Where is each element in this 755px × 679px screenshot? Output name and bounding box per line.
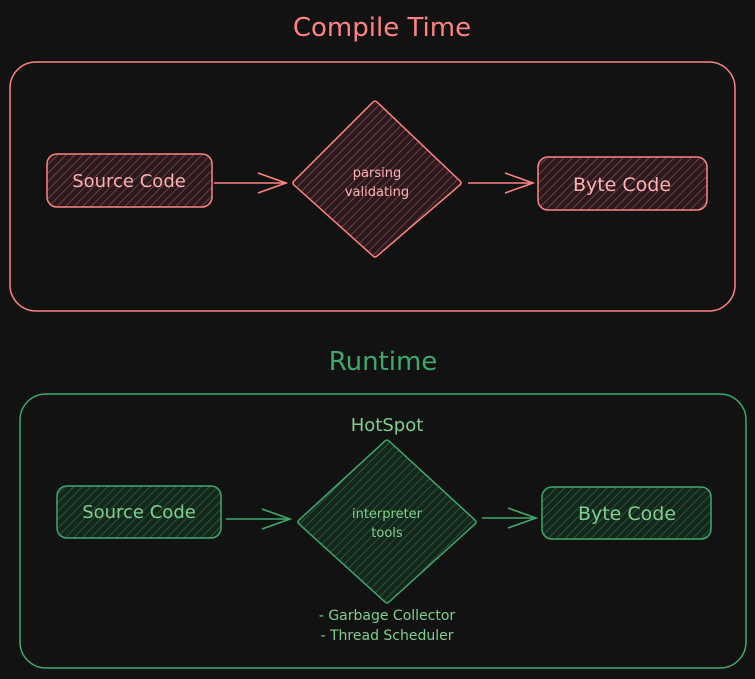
- runtime-process-line-1: interpreter: [352, 507, 423, 522]
- compile-process-line-2: validating: [345, 185, 409, 200]
- runtime-source-label: Source Code: [82, 502, 196, 523]
- compile-process-line-1: parsing: [353, 166, 401, 181]
- compile-time-section: Compile Time Source Code parsing validat…: [9, 13, 736, 312]
- compile-source-label: Source Code: [72, 171, 186, 192]
- tool-thread-scheduler: - Thread Scheduler: [321, 628, 454, 644]
- runtime-title: Runtime: [329, 347, 438, 377]
- runtime-output-node[interactable]: Byte Code: [541, 486, 712, 540]
- compile-output-node[interactable]: Byte Code: [537, 156, 708, 211]
- runtime-section: Runtime HotSpot Source Code interpreter …: [19, 347, 747, 669]
- runtime-process-node[interactable]: interpreter tools: [297, 439, 477, 604]
- runtime-output-label: Byte Code: [578, 503, 676, 525]
- compile-time-frame: [9, 61, 736, 312]
- compile-arrow-2: [468, 172, 536, 194]
- compile-output-label: Byte Code: [573, 174, 671, 196]
- runtime-source-node[interactable]: Source Code: [56, 485, 222, 539]
- compile-arrow-1: [214, 172, 289, 194]
- runtime-process-line-2: tools: [371, 526, 403, 541]
- compile-time-title: Compile Time: [293, 13, 471, 43]
- tool-garbage-collector: - Garbage Collector: [319, 608, 456, 624]
- compile-source-node[interactable]: Source Code: [46, 153, 213, 208]
- runtime-arrow-2: [482, 507, 539, 529]
- compile-process-node[interactable]: parsing validating: [292, 100, 462, 258]
- runtime-frame: [19, 393, 747, 669]
- runtime-arrow-1: [226, 508, 293, 530]
- hotspot-label: HotSpot: [351, 415, 424, 436]
